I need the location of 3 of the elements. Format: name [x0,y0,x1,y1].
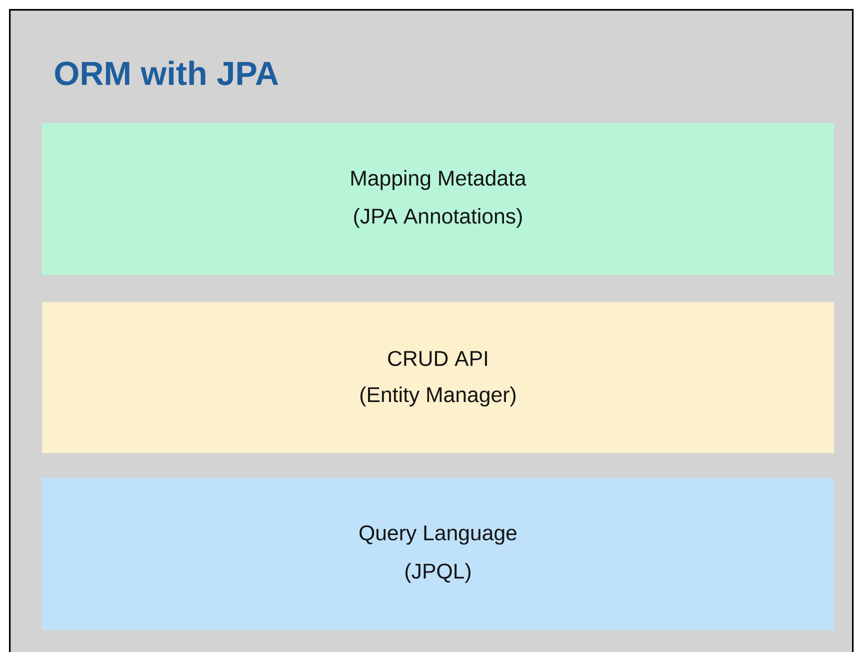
layer-box: Query Language (JPQL) [42,478,834,630]
layer-box: CRUD API (Entity Manager) [42,302,834,453]
layer-box: Mapping Metadata (JPA Annotations) [42,123,834,275]
